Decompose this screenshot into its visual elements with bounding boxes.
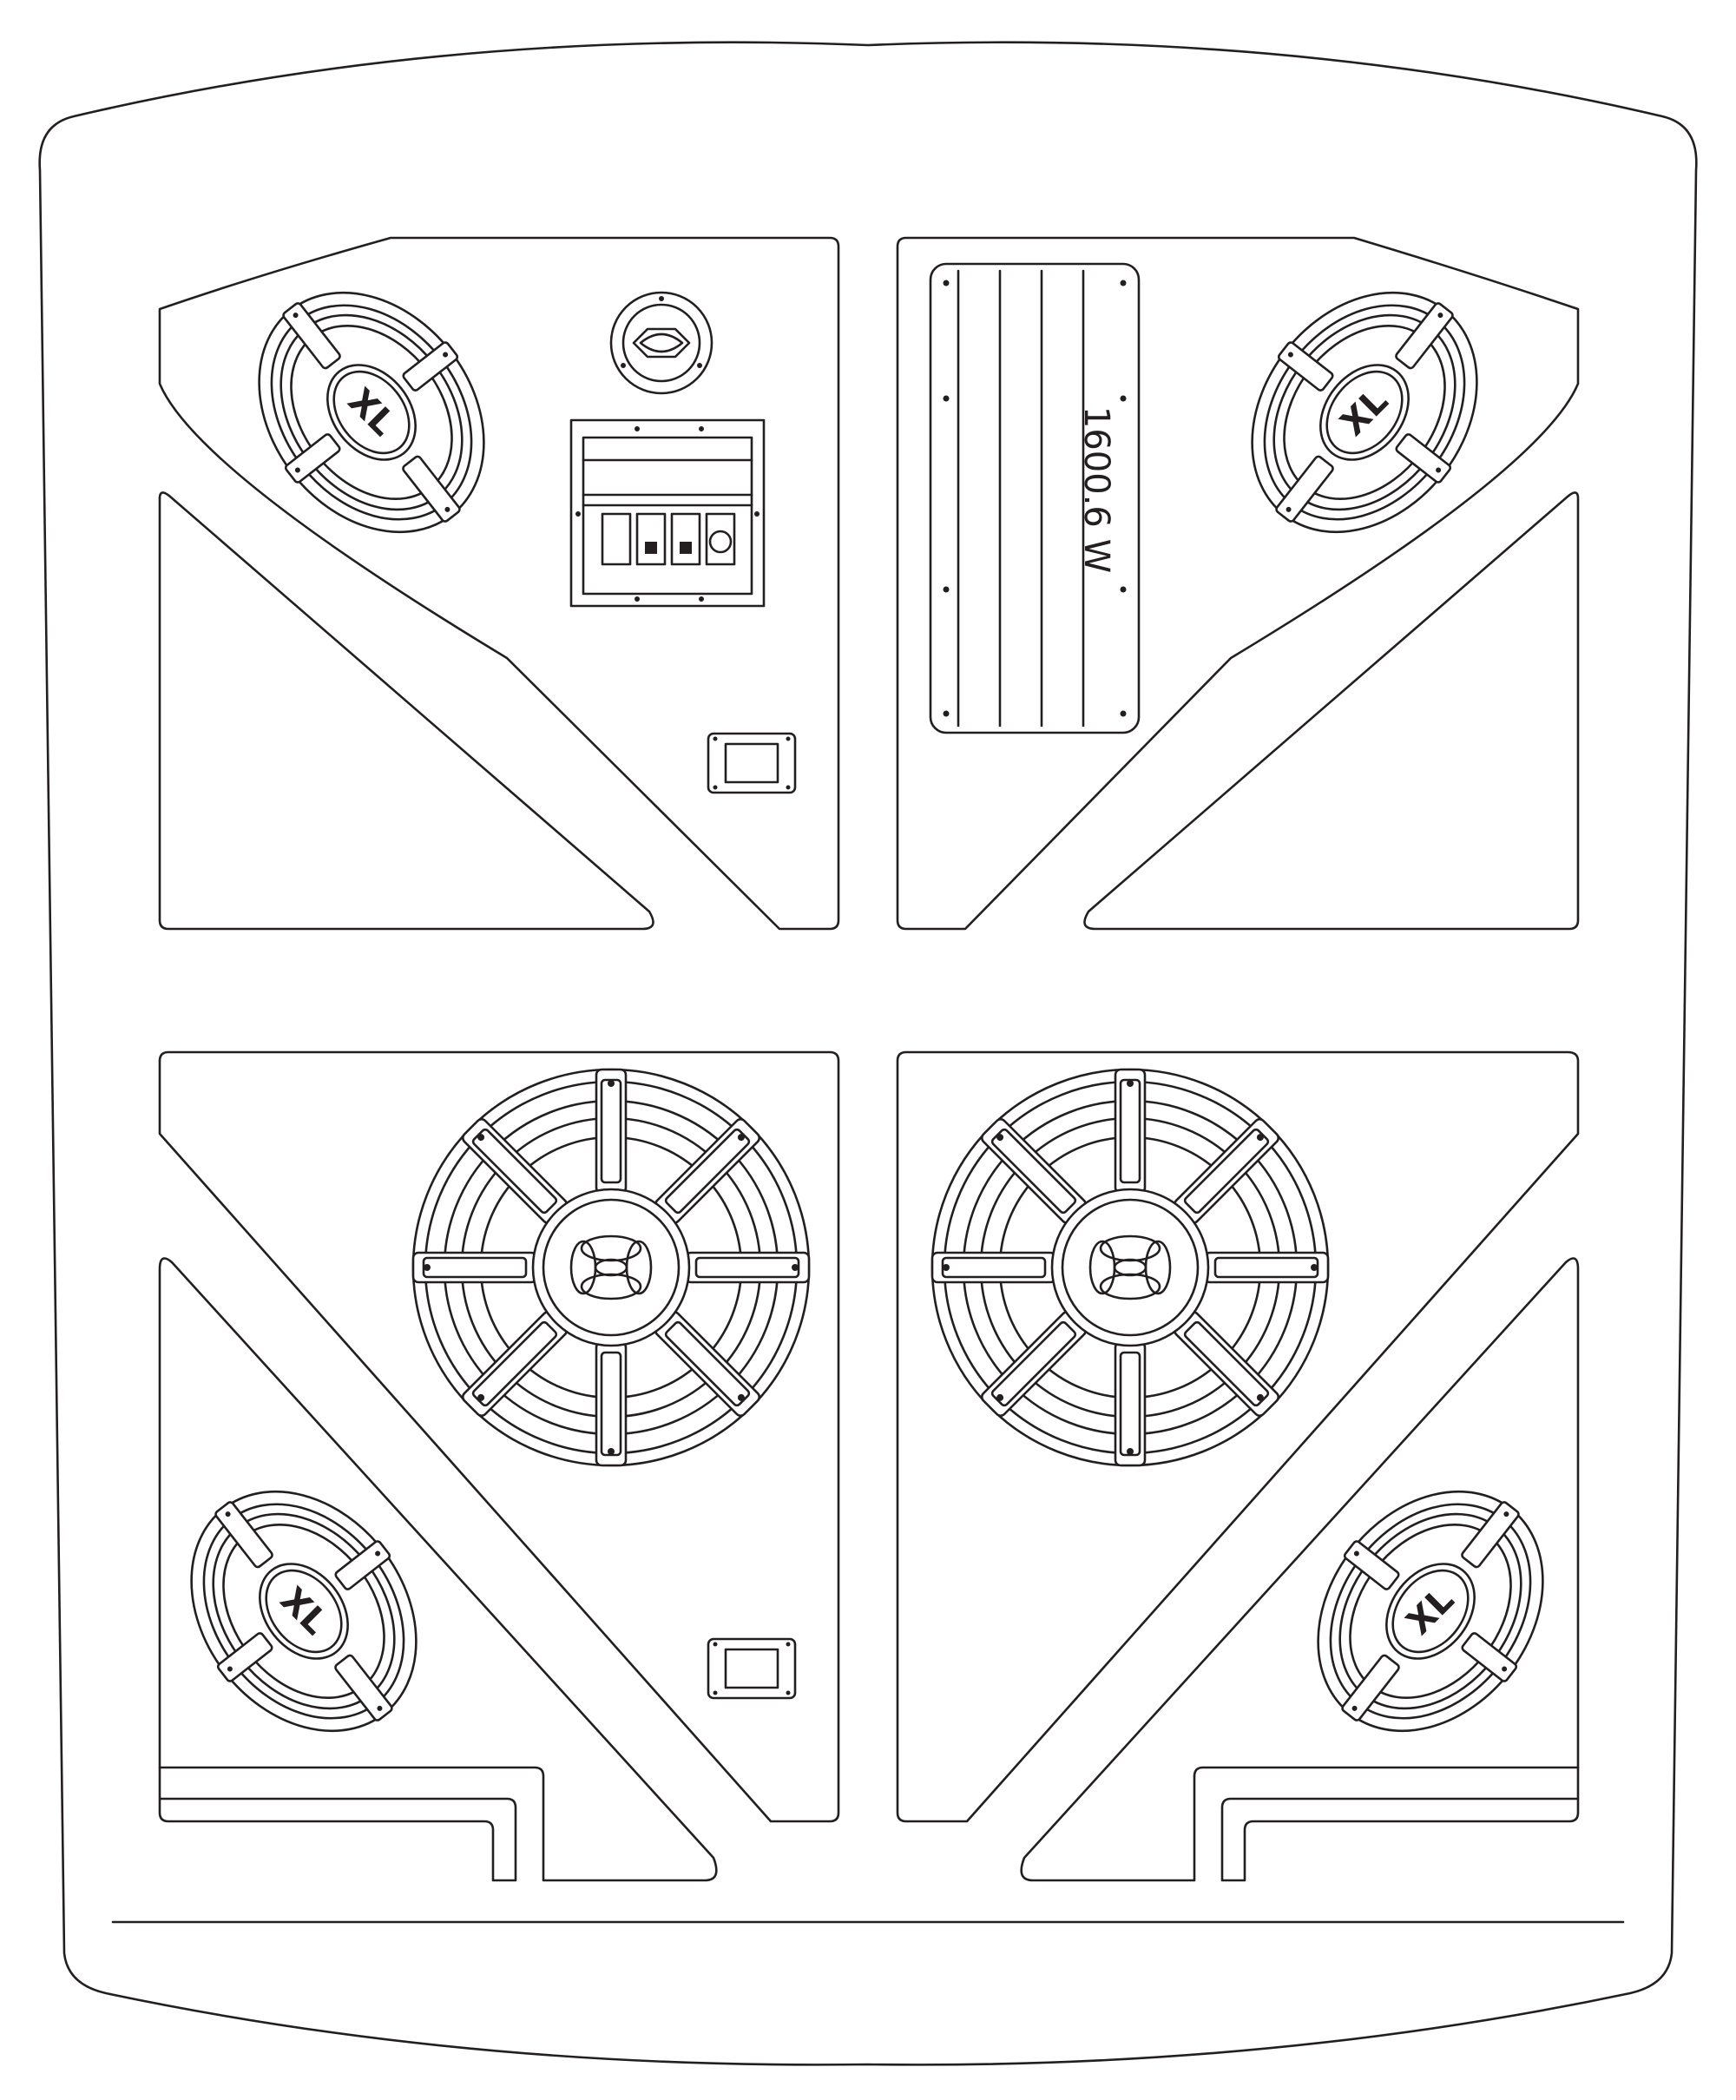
amplifier: 1600.6 W — [929, 262, 1141, 734]
panel-top-left — [158, 236, 840, 931]
trim-bottom-left — [158, 1766, 517, 1882]
oval-speaker-bottom-left: XL — [141, 1443, 467, 1780]
pod-outline — [38, 41, 1698, 2066]
panel-top-right-lower — [1083, 491, 1580, 931]
panel-bottom-right — [896, 1050, 1580, 1823]
subwoofer-right — [932, 1070, 1328, 1465]
rocker-switch-upper — [707, 732, 797, 794]
panel-bottom-left — [158, 1050, 840, 1823]
trim-bottom-right — [1220, 1766, 1580, 1882]
rocker-switch-lower — [707, 1637, 797, 1700]
panel-bottom-right-lower — [1020, 1257, 1580, 1882]
oval-speaker-bottom-right: XL — [1267, 1443, 1594, 1780]
volume-knob — [609, 291, 713, 395]
panel-top-left-lower — [158, 491, 654, 931]
amplifier-rating-label: 1600.6 W — [1076, 406, 1116, 573]
oval-speaker-top-right: XL — [1201, 244, 1528, 581]
oval-speaker-top-left: XL — [208, 244, 535, 581]
controller-panel — [569, 418, 766, 608]
panel-bottom-left-lower — [158, 1257, 718, 1882]
panel-top-right — [896, 236, 1580, 931]
subwoofer-left — [413, 1070, 809, 1465]
